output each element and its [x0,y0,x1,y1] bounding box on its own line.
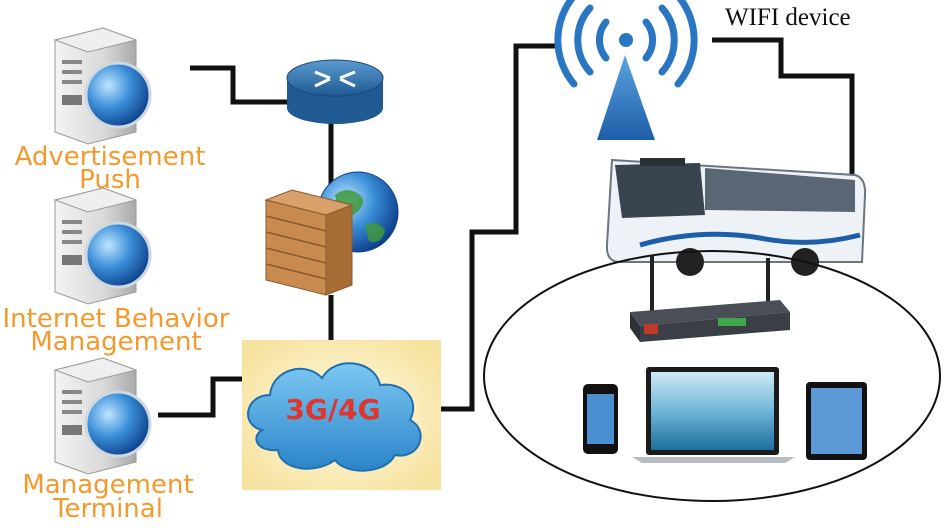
tablet-icon [806,382,867,460]
internet-behavior-line1: Internet Behavior [2,304,230,334]
advertisement-push-line2: Push [79,165,141,195]
globe-icon-behavior [84,221,152,289]
cloud-icon [247,362,422,472]
advertisement-push-line1: Advertisement [14,142,206,172]
advertisement-push-label: Advertisement Push [10,144,210,193]
smartphone-icon [583,384,618,454]
line-cloud-wifi [441,43,555,412]
router-icon [286,59,384,124]
management-terminal-line1: Management [22,470,194,500]
cloud-label: 3G/4G [285,393,381,426]
internet-behavior-label: Internet Behavior Management [0,306,232,355]
wifi-device-icon [630,255,790,342]
laptop-icon [632,367,795,463]
devices-ellipse [483,250,941,502]
connector-lines [158,37,855,418]
firewall-icon [264,189,354,296]
wifi-tower-icon [554,0,698,140]
bus-icon [605,158,867,276]
globe-icon-terminal [84,390,152,458]
line-adpush-router [190,65,288,105]
line-terminal-cloud [158,376,250,418]
management-terminal-line2: Terminal [53,494,163,524]
line-wifi-bus [712,37,855,176]
wifi-device-label: WIFI device [725,4,851,31]
internet-behavior-line2: Management [30,327,202,357]
globe-icon-adpush [84,61,152,129]
management-terminal-label: Management Terminal [8,472,208,522]
